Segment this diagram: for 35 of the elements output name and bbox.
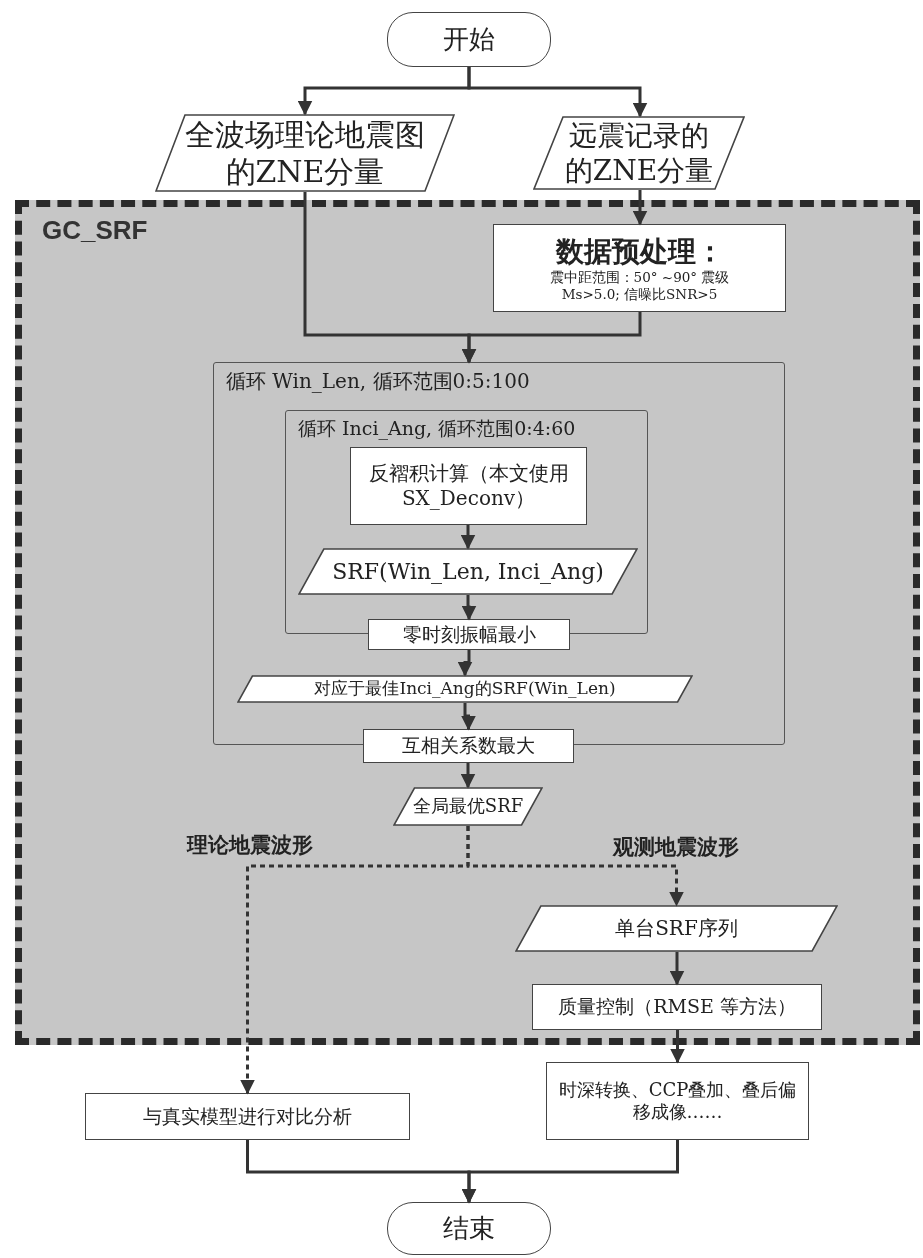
edge-label: 理论地震波形 xyxy=(187,832,313,858)
data-parallelogram: 对应于最佳Inci_Ang的SRF(Win_Len) xyxy=(237,675,693,703)
process-box: 质量控制（RMSE 等方法） xyxy=(532,984,822,1030)
box-heading: 数据预处理： xyxy=(555,233,724,269)
arrow xyxy=(461,1140,679,1204)
arrow xyxy=(461,595,477,621)
arrow xyxy=(669,952,685,986)
arrow xyxy=(457,650,473,677)
end-terminal: 结束 xyxy=(387,1202,551,1255)
arrow xyxy=(461,703,476,731)
process-box: 与真实模型进行对比分析 xyxy=(85,1093,410,1140)
start-terminal: 开始 xyxy=(387,12,551,67)
data-parallelogram: SRF(Win_Len, Inci_Ang) xyxy=(298,548,638,595)
arrow xyxy=(460,525,476,550)
arrow xyxy=(467,67,648,118)
arrow xyxy=(632,190,648,226)
data-parallelogram: 远震记录的的ZNE分量 xyxy=(533,116,745,190)
loop-title: 循环 Inci_Ang, 循环范围0:4:60 xyxy=(298,417,576,441)
process-box xyxy=(493,224,786,312)
loop-title: 循环 Win_Len, 循环范围0:5:100 xyxy=(226,369,530,394)
process-box: 时深转换、CCP叠加、叠后偏移成像…… xyxy=(546,1062,809,1140)
data-parallelogram: 单台SRF序列 xyxy=(515,905,838,952)
data-parallelogram: 全波场理论地震图的ZNE分量 xyxy=(155,114,455,192)
dashed-arrow xyxy=(466,826,684,907)
process-box: 互相关系数最大 xyxy=(363,729,574,763)
process-box: 反褶积计算（本文使用SX_Deconv） xyxy=(350,447,587,525)
dashed-region xyxy=(15,200,920,1045)
arrow xyxy=(461,312,642,364)
region-title: GC_SRF xyxy=(42,215,148,246)
arrow xyxy=(670,1030,685,1064)
arrow xyxy=(460,763,476,789)
box-body: 震中距范围：50° ~90° 震级Ms>5.0; 信噪比SNR>5 xyxy=(548,268,731,303)
data-parallelogram: 全局最优SRF xyxy=(393,787,543,826)
edge-label: 观测地震波形 xyxy=(613,834,739,860)
process-box: 零时刻振幅最小 xyxy=(368,619,570,650)
